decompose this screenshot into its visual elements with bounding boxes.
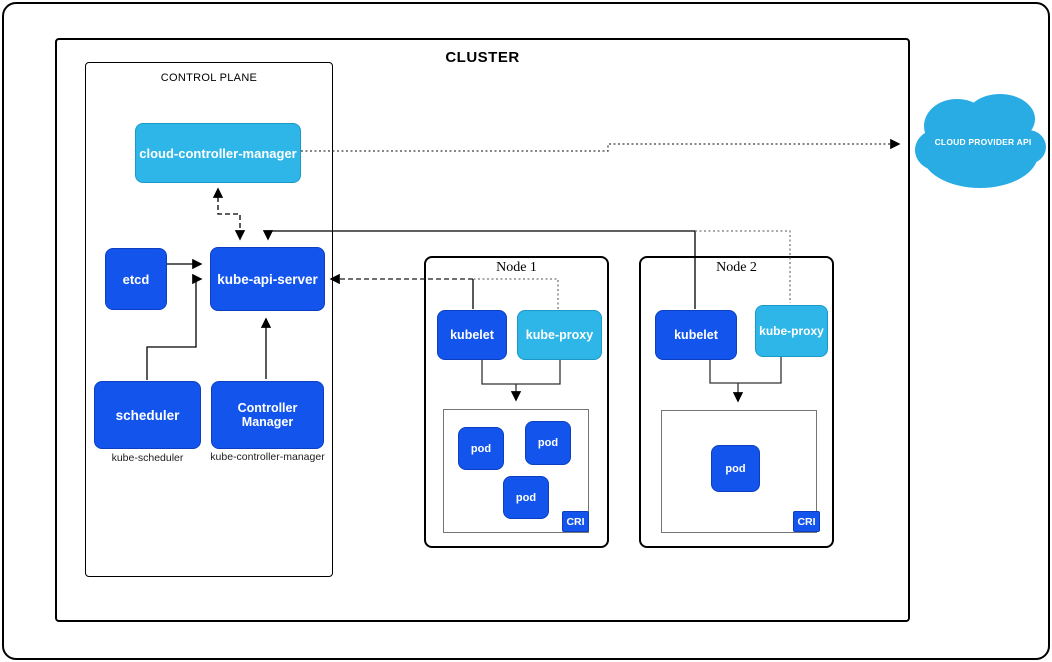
control-plane-title: CONTROL PLANE [160, 72, 258, 84]
etcd-box: etcd [105, 248, 167, 310]
scheduler-caption: kube-scheduler [111, 452, 184, 464]
control-plane-box [85, 62, 333, 577]
scheduler-box: scheduler [94, 381, 201, 449]
cloud-provider-api-label: CLOUD PROVIDER API [934, 137, 1032, 147]
node1-pods-box [443, 409, 589, 533]
node1-cri-badge: CRI [562, 511, 589, 532]
node2-cri-badge: CRI [793, 511, 820, 532]
node1-pod: pod [458, 427, 504, 470]
node2-kube-proxy-box: kube-proxy [755, 305, 828, 357]
node1-kubelet-box: kubelet [437, 310, 507, 360]
node1-kube-proxy-box: kube-proxy [517, 310, 602, 360]
kube-api-server-box: kube-api-server [210, 247, 325, 311]
controller-manager-caption: kube-controller-manager [210, 451, 325, 463]
cloud-controller-manager-box: cloud-controller-manager [135, 123, 301, 183]
node2-title: Node 2 [716, 260, 757, 275]
node1-pod: pod [525, 421, 571, 465]
node2-kubelet-box: kubelet [655, 310, 737, 360]
cluster-box [55, 38, 910, 622]
node2-pods-box [661, 410, 817, 533]
node2-pod: pod [711, 445, 760, 492]
node1-pod: pod [503, 476, 549, 519]
controller-manager-box: Controller Manager [211, 381, 324, 449]
cluster-title: CLUSTER [445, 49, 520, 66]
node1-title: Node 1 [496, 260, 537, 275]
